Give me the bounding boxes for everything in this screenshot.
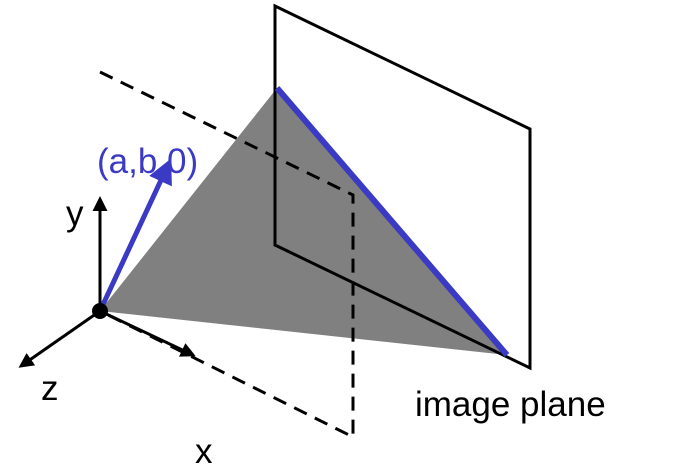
x-axis-label: x [195,432,213,464]
y-axis-label: y [66,194,84,233]
projected-line [274,86,510,357]
x-axis-arrow [99,309,196,357]
z-axis-arrow [18,309,101,368]
image-plane [273,3,532,371]
normal-vector-arrow [97,158,172,313]
vector-label: (a,b,0) [97,142,198,181]
z-axis-label: z [41,369,59,408]
image-plane-label: image plane [415,385,606,424]
dashed-plane [99,70,355,440]
projection-triangle [100,88,507,355]
camera-center-dot [92,303,108,319]
